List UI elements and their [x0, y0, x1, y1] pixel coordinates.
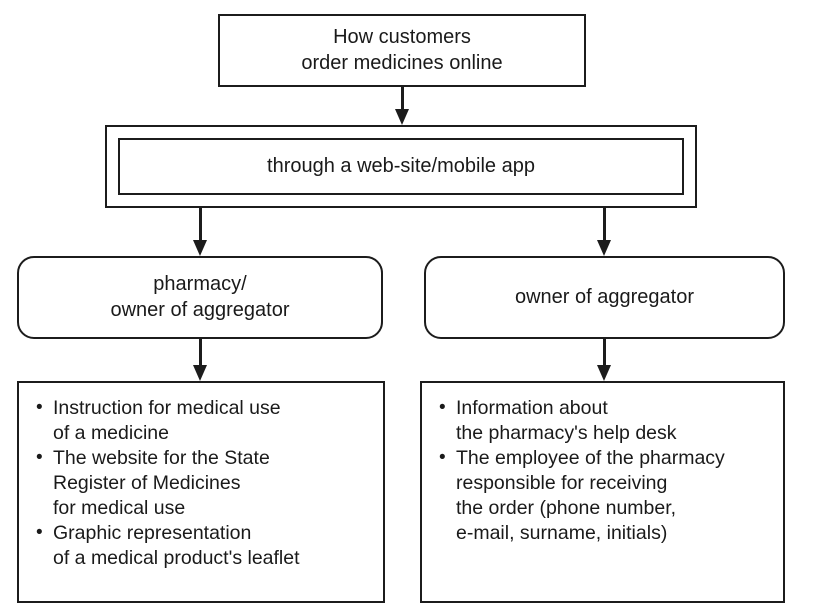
arrow-stem	[401, 87, 404, 110]
arrow-head-icon	[597, 240, 611, 256]
list-item: Graphic representation of a medical prod…	[31, 521, 371, 571]
arrow-stem	[603, 339, 606, 366]
list-item: The employee of the pharmacy responsible…	[434, 446, 771, 546]
arrow-head-icon	[395, 109, 409, 125]
list-item: Information about the pharmacy's help de…	[434, 396, 771, 446]
node-how-customers-order-label: How customers order medicines online	[301, 25, 503, 74]
arrow-channel-to-aggregator	[597, 208, 611, 256]
arrow-stem	[199, 208, 202, 241]
list-item: The website for the State Register of Me…	[31, 446, 371, 521]
arrow-head-icon	[597, 365, 611, 381]
arrow-pharmacy-to-list	[193, 339, 207, 381]
list-item: Instruction for medical use of a medicin…	[31, 396, 371, 446]
node-how-customers-order: How customers order medicines online	[218, 14, 586, 87]
arrow-title-to-channel	[395, 87, 409, 125]
arrow-aggregator-to-list	[597, 339, 611, 381]
node-aggregator-owner: owner of aggregator	[424, 256, 785, 339]
node-channel-inner-frame: through a web-site/mobile app	[118, 138, 684, 195]
bullet-list-aggregator: Information about the pharmacy's help de…	[434, 396, 771, 546]
node-aggregator-requirements-list: Information about the pharmacy's help de…	[420, 381, 785, 603]
node-pharmacy-or-aggregator-owner-label: pharmacy/ owner of aggregator	[110, 272, 290, 321]
node-channel-outer-frame: through a web-site/mobile app	[105, 125, 697, 208]
node-pharmacy-or-aggregator-owner: pharmacy/ owner of aggregator	[17, 256, 383, 339]
arrow-stem	[603, 208, 606, 241]
node-aggregator-owner-label: owner of aggregator	[514, 285, 694, 308]
node-pharmacy-requirements-list: Instruction for medical use of a medicin…	[17, 381, 385, 603]
node-channel-label: through a web-site/mobile app	[267, 154, 535, 177]
arrow-stem	[199, 339, 202, 366]
bullet-list-pharmacy: Instruction for medical use of a medicin…	[31, 396, 371, 571]
arrow-channel-to-pharmacy	[193, 208, 207, 256]
arrow-head-icon	[193, 240, 207, 256]
arrow-head-icon	[193, 365, 207, 381]
